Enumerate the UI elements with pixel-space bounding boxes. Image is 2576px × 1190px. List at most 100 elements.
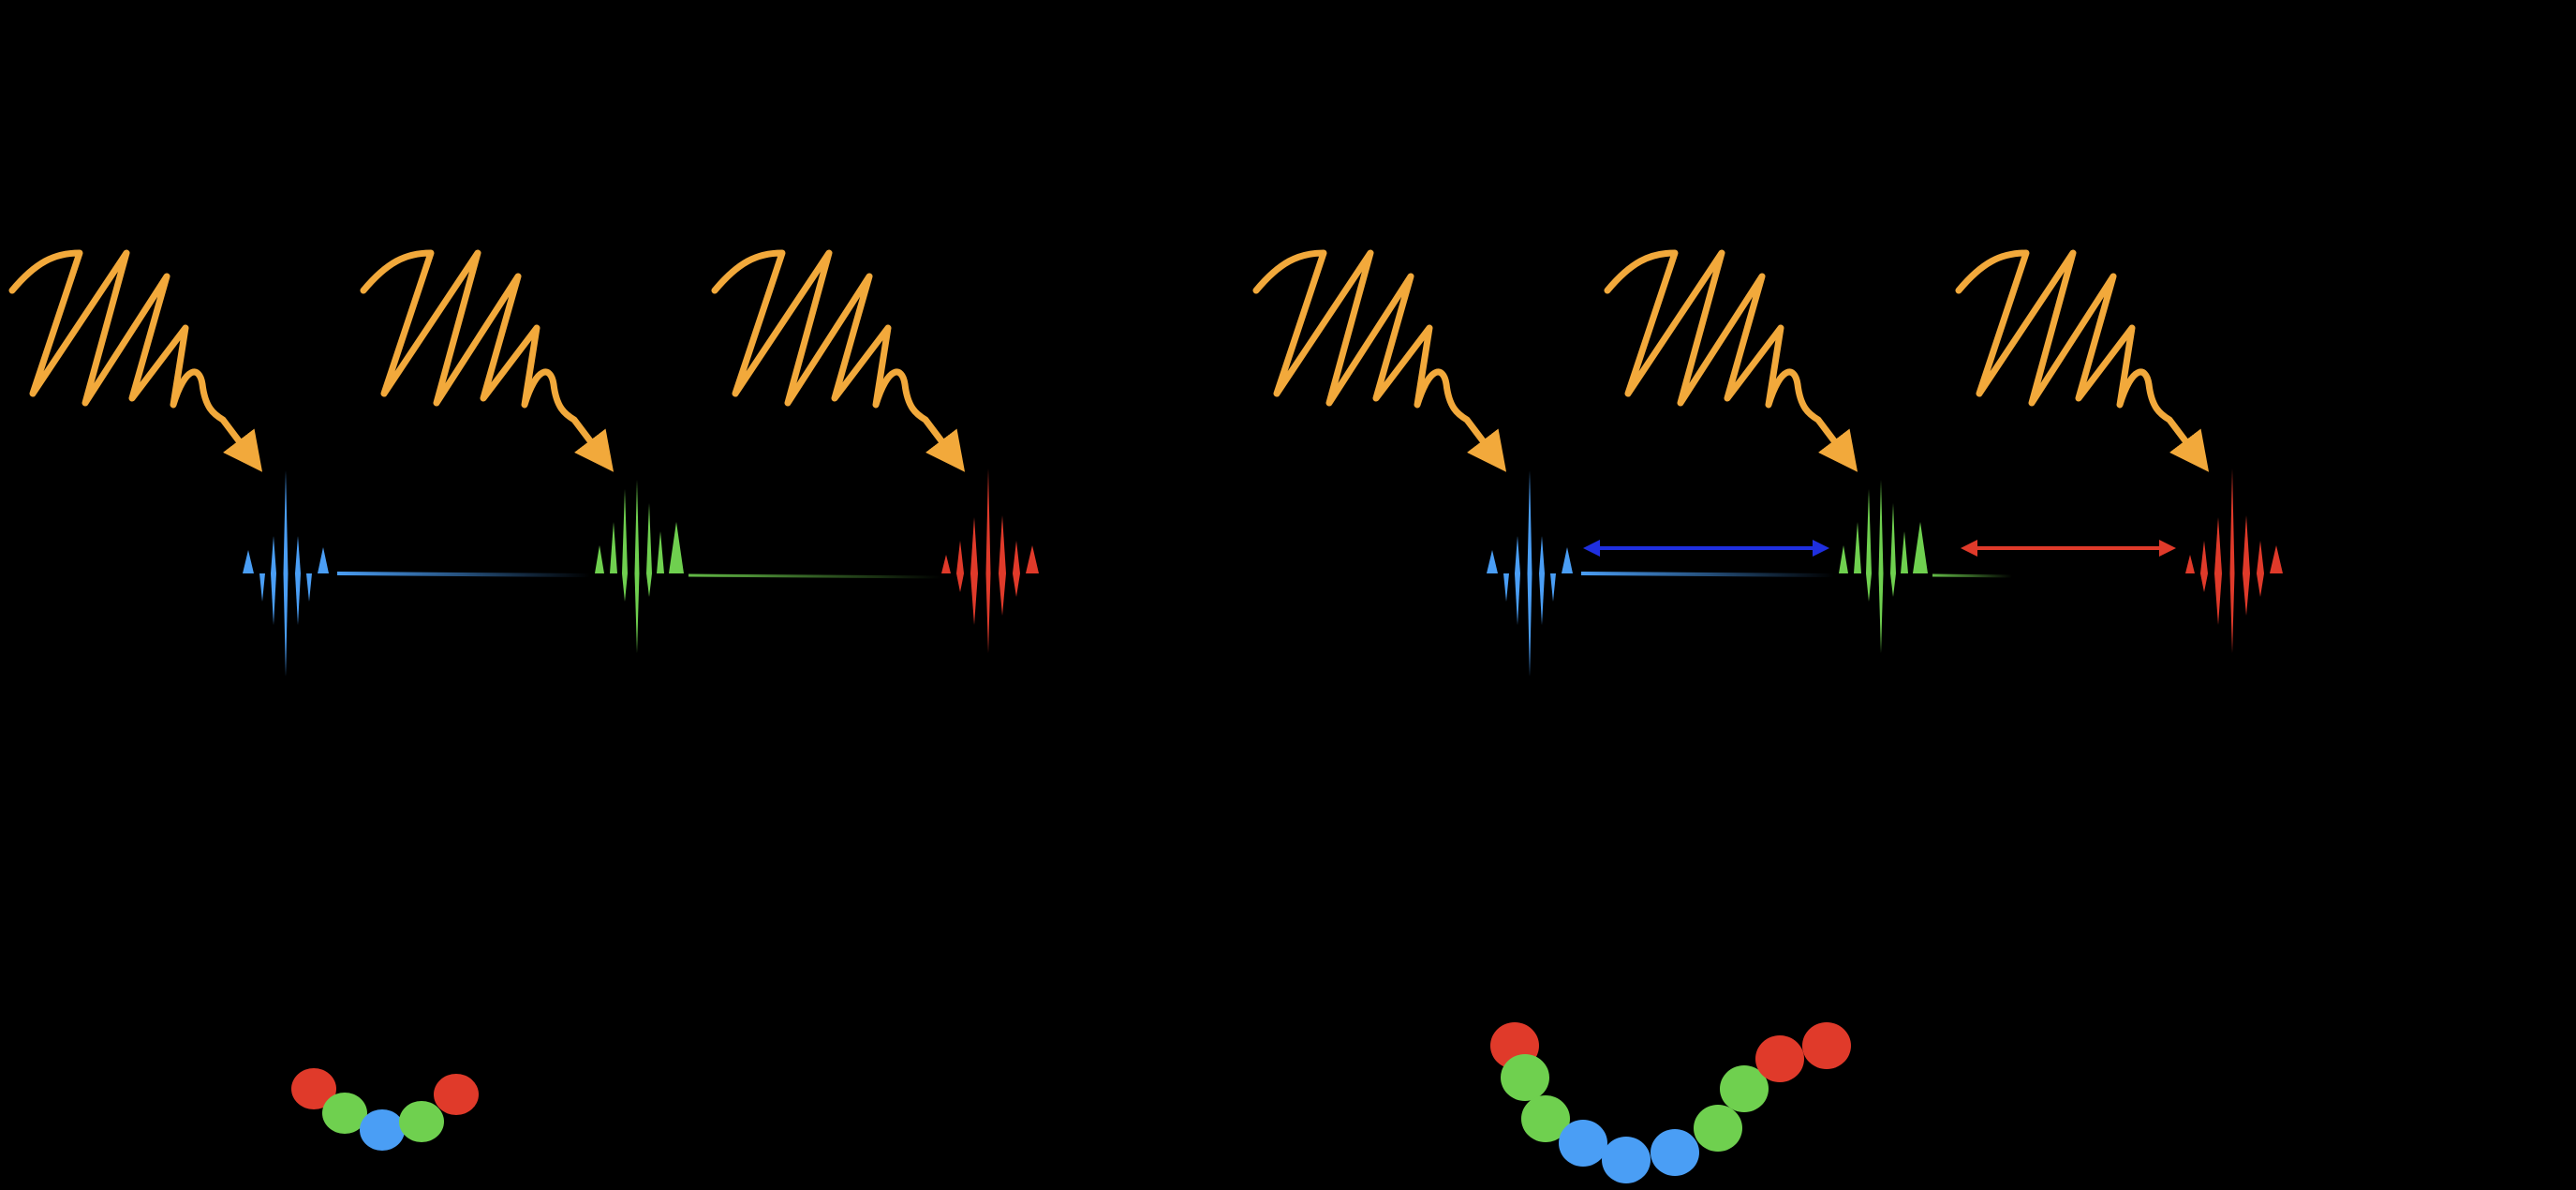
molecule-chain (1490, 1022, 1851, 1183)
blue-wave-packet (1487, 470, 1573, 677)
blue-spike-up (318, 547, 329, 573)
green-red-delay-arrow-head-left (1961, 540, 1977, 557)
red-bead (434, 1074, 479, 1115)
blue-spike-up (243, 550, 254, 573)
red-spike-down (2243, 573, 2250, 616)
blue-bead (1651, 1129, 1699, 1176)
red-spike-down (970, 573, 978, 625)
green-spike-up (634, 480, 640, 573)
green-wave-packet (595, 480, 684, 653)
photon-1-squiggle (1252, 249, 1507, 472)
left-panel (8, 249, 1039, 1151)
red-spike-up (985, 469, 991, 573)
red-spike-down (2214, 573, 2222, 625)
blue-spike-down (271, 573, 276, 625)
blue-green-delay-arrow-head-left (1583, 540, 1600, 557)
red-bead (1802, 1022, 1851, 1069)
red-bead (1755, 1035, 1804, 1082)
green-spike-up (1913, 522, 1928, 573)
red-spike-down (2257, 573, 2264, 597)
photon-3-squiggle (1955, 249, 2210, 472)
red-spike-down (2229, 573, 2235, 653)
green-spike-down (622, 573, 628, 602)
blue-wave-packet (243, 470, 329, 677)
green-spike-down (1878, 573, 1884, 653)
blue-spike-down (259, 573, 265, 602)
red-spike-up (956, 541, 964, 573)
photon-2-squiggle (360, 249, 614, 472)
green-spike-up (1878, 480, 1884, 573)
red-spike-up (2185, 555, 2195, 573)
blue-bead (1602, 1137, 1651, 1183)
green-spike-down (1890, 573, 1896, 597)
red-spike-up (941, 555, 951, 573)
green-bead (322, 1093, 367, 1134)
blue-spike-up (1539, 536, 1545, 573)
blue-spike-up (271, 536, 276, 573)
blue-spike-down (1539, 573, 1545, 625)
blue-spike-up (1515, 536, 1520, 573)
green-spike-up (1890, 503, 1896, 573)
red-spike-down (1013, 573, 1020, 597)
green-spike-up (610, 522, 617, 573)
green-baseline-trace (688, 573, 942, 579)
blue-baseline-trace (336, 572, 591, 577)
red-spike-down (2200, 573, 2208, 592)
green-spike-up (669, 522, 684, 573)
red-spike-up (1026, 545, 1039, 573)
green-red-delay-arrow (1961, 540, 2176, 557)
blue-spike-down (283, 573, 289, 677)
photon-1-squiggle (8, 249, 263, 472)
red-spike-up (2200, 541, 2208, 573)
blue-spike-up (1562, 547, 1573, 573)
blue-spike-down (1515, 573, 1520, 625)
red-spike-down (999, 573, 1006, 616)
blue-bead (1559, 1120, 1607, 1167)
red-spike-up (2257, 541, 2264, 573)
green-bead (1720, 1065, 1769, 1112)
green-spike-down (1866, 573, 1872, 602)
red-spike-up (999, 515, 1006, 573)
red-spike-up (2270, 545, 2283, 573)
blue-spike-down (306, 573, 312, 602)
green-spike-up (657, 531, 664, 573)
green-bead (399, 1101, 444, 1142)
blue-spike-down (1503, 573, 1509, 602)
blue-spike-up (1527, 470, 1532, 573)
red-spike-up (970, 517, 978, 573)
green-spike-up (1854, 522, 1861, 573)
red-bead (291, 1068, 336, 1109)
red-spike-down (985, 573, 991, 653)
red-wave-packet (941, 469, 1039, 653)
green-baseline-trace (1932, 573, 2013, 578)
photon-2-squiggle (1604, 249, 1858, 472)
green-bead (1501, 1054, 1549, 1101)
blue-spike-up (295, 536, 301, 573)
green-red-delay-arrow-head-right (2159, 540, 2176, 557)
red-spike-up (2214, 517, 2222, 573)
blue-spike-up (283, 470, 289, 573)
green-spike-up (1866, 489, 1872, 573)
green-spike-up (595, 545, 604, 573)
blue-baseline-trace (1580, 572, 1835, 577)
green-spike-down (646, 573, 652, 597)
green-spike-up (1839, 545, 1848, 573)
photon-3-squiggle (711, 249, 966, 472)
green-wave-packet (1839, 480, 1928, 653)
blue-spike-down (295, 573, 301, 625)
molecule-chain (291, 1068, 479, 1151)
red-spike-up (2243, 515, 2250, 573)
blue-spike-up (1487, 550, 1498, 573)
blue-bead (360, 1109, 405, 1151)
red-wave-packet (2185, 469, 2283, 653)
green-bead (1521, 1095, 1570, 1142)
blue-spike-down (1550, 573, 1556, 602)
green-bead (1694, 1105, 1742, 1152)
green-spike-down (634, 573, 640, 653)
green-spike-up (1901, 531, 1908, 573)
red-spike-down (956, 573, 964, 592)
green-spike-up (622, 489, 628, 573)
blue-green-delay-arrow (1583, 540, 1829, 557)
